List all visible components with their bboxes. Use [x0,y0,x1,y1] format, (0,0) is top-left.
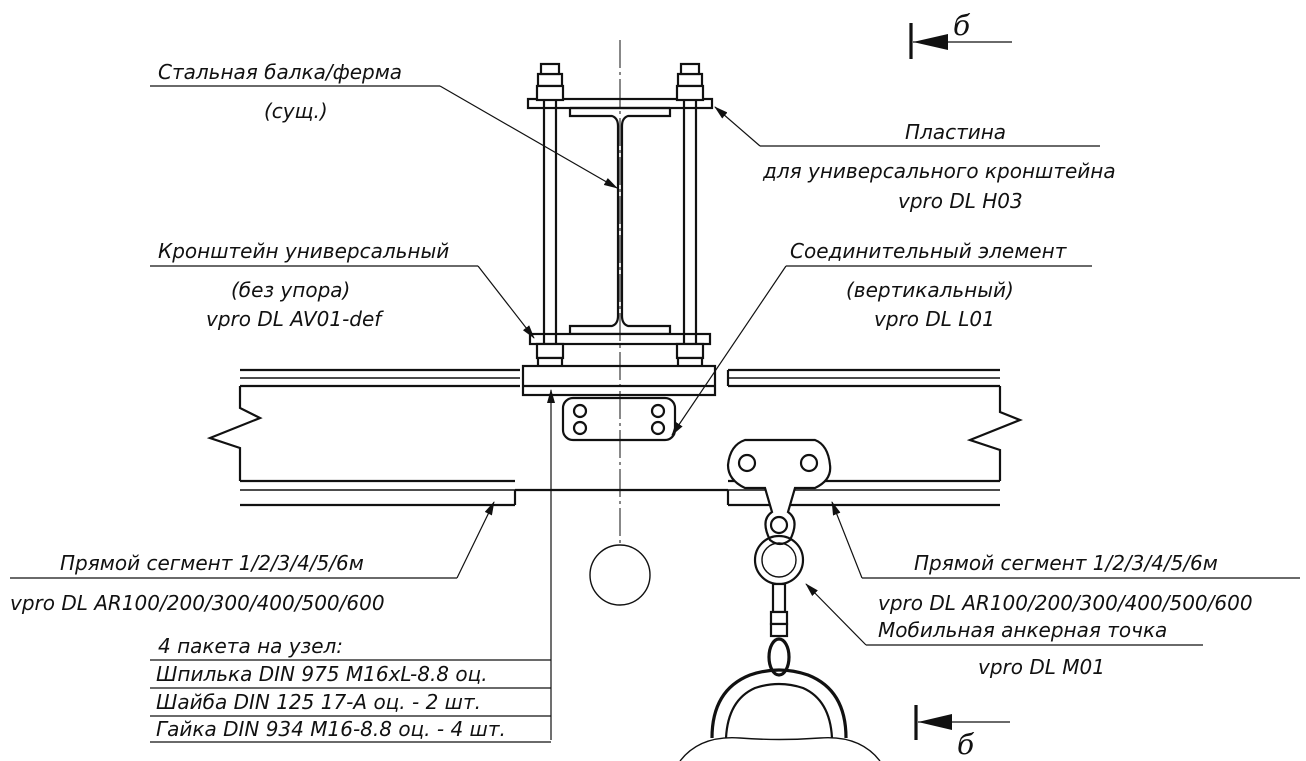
kit-title: 4 пакета на узел: [158,634,343,658]
section-mark-bottom: б [914,705,1010,761]
kit-item-stud: Шпилька DIN 975 M16xL-8.8 оц. [156,662,488,686]
center-circle [589,544,651,606]
kit-item-nut: Гайка DIN 934 M16-8.8 оц. - 4 шт. [156,717,506,741]
plate-label-line2: для универсального кронштейна [762,159,1116,183]
plate-label-line1: Пластина [905,120,1006,144]
connector-element [561,396,677,442]
section-mark-bottom-label: б [957,728,975,761]
mobile-anchor-point [679,438,881,761]
stud-right [675,62,705,382]
connector-label-line2: (вертикальный) [846,278,1014,302]
anchor-label-line2: vpro DL M01 [978,655,1105,679]
section-mark-top: б [909,9,1012,59]
beam-label-line2: (сущ.) [264,99,328,123]
connector-label-line3: vpro DL L01 [874,307,995,331]
segment-left-label-line2: vpro DL AR100/200/300/400/500/600 [10,591,385,615]
bracket-label-line1: Кронштейн универсальный [158,239,449,263]
leader-lines [10,85,1300,743]
universal-bracket [521,364,717,397]
segment-left-label-line1: Прямой сегмент 1/2/3/4/5/6м [60,551,364,575]
bracket-label-line3: vpro DL AV01-def [206,307,384,331]
stud-left [535,62,565,382]
bracket-label-line2: (без упора) [231,278,350,302]
plate-label-line3: vpro DL H03 [898,189,1023,213]
beam-label-line1: Стальная балка/ферма [158,60,402,84]
section-mark-top-label: б [953,9,971,42]
kit-item-washer: Шайба DIN 125 17-A оц. - 2 шт. [156,690,481,714]
segment-right-label-line1: Прямой сегмент 1/2/3/4/5/6м [914,551,1218,575]
connector-label-line1: Соединительный элемент [790,239,1068,263]
segment-right-label-line2: vpro DL AR100/200/300/400/500/600 [878,591,1253,615]
anchor-label-line1: Мобильная анкерная точка [878,618,1167,642]
